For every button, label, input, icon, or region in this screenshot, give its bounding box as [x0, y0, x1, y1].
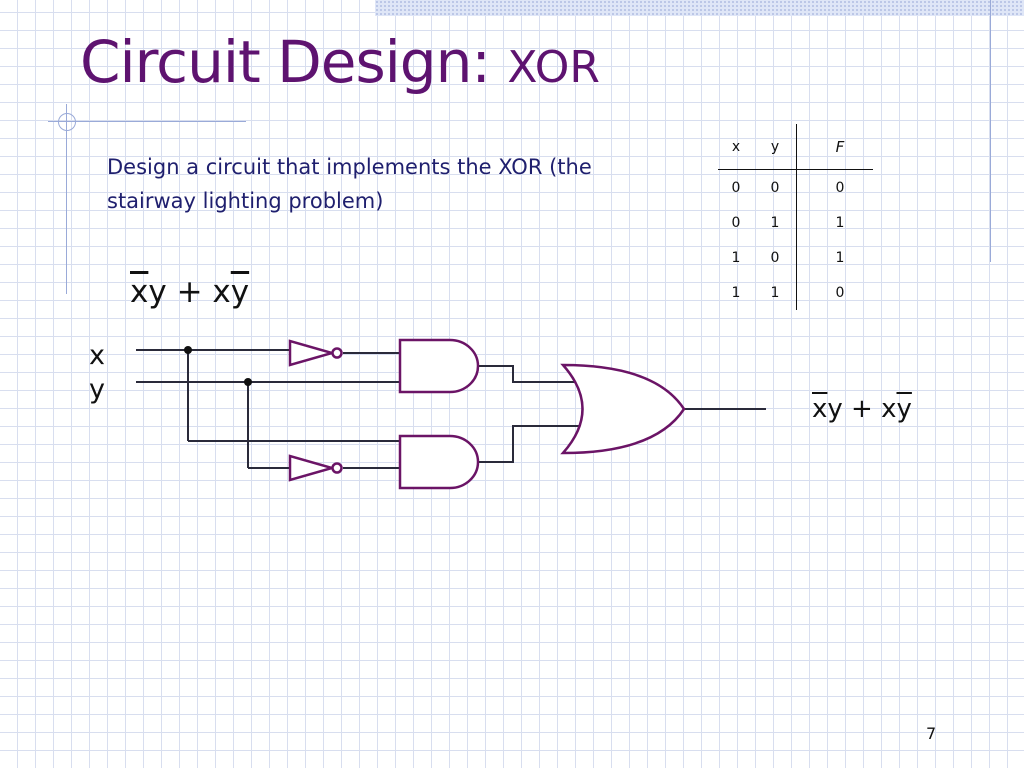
crosshair-horizontal-line — [48, 121, 246, 122]
output-term1-rest: y — [827, 394, 843, 424]
expression-term2-rest: x — [212, 274, 231, 310]
output-expression: xy + xy — [812, 394, 912, 424]
input-label-y: y — [89, 374, 105, 405]
wires — [136, 349, 766, 469]
slide-title: Circuit Design: XOR — [80, 22, 600, 108]
truth-cell: 1 — [835, 214, 845, 231]
or-gate — [560, 363, 686, 455]
expression-plus: + — [166, 274, 213, 310]
output-term2-rest: x — [881, 394, 897, 424]
wire-and1-to-or — [479, 365, 580, 383]
wire-and2-to-or — [479, 425, 580, 463]
truth-cell: 0 — [731, 214, 741, 231]
output-plus: + — [842, 394, 882, 424]
truth-header-x: x — [718, 124, 754, 170]
crosshair-circle — [58, 113, 76, 131]
table-row: 0 1 1 — [718, 205, 873, 240]
logic-gates — [288, 338, 686, 490]
output-term2-negated: y — [896, 394, 912, 424]
right-accent-line — [990, 0, 991, 262]
inverter-triangle — [288, 339, 337, 367]
expression-term1-negated: x — [130, 274, 149, 310]
and-gate-1 — [398, 338, 480, 394]
inverter-bubble — [331, 462, 343, 474]
truth-header-y: y — [754, 124, 797, 170]
truth-table: x y F 0 0 0 0 1 1 1 0 1 1 1 0 — [718, 124, 873, 310]
truth-cell: 1 — [754, 275, 797, 310]
crosshair-vertical-line — [66, 104, 67, 294]
inverter-triangle — [288, 454, 337, 482]
page-number: 7 — [926, 724, 937, 743]
table-row: 1 0 1 — [718, 240, 873, 275]
truth-cell: 0 — [835, 284, 845, 301]
junction-dot-x — [184, 346, 192, 354]
title-sub: XOR — [507, 42, 600, 93]
truth-cell: 0 — [835, 179, 845, 196]
table-row: 0 0 0 — [718, 169, 873, 205]
xor-expression: xy + xy — [130, 274, 249, 310]
truth-header-f: F — [796, 124, 873, 170]
header-decorative-band — [375, 0, 1024, 16]
truth-cell: 0 — [731, 179, 741, 196]
slide-description: Design a circuit that implements the XOR… — [107, 155, 592, 213]
truth-cell: 0 — [754, 169, 797, 205]
and-gate-2 — [398, 434, 480, 490]
truth-cell: 1 — [835, 249, 845, 266]
table-row: 1 1 0 — [718, 275, 873, 310]
truth-cell: 1 — [731, 249, 741, 266]
inverter-gate-2 — [288, 454, 343, 482]
truth-cell: 1 — [754, 205, 797, 240]
junction-dot-y — [244, 378, 252, 386]
input-label-x: x — [89, 340, 105, 371]
inverter-gate-1 — [288, 339, 343, 367]
junction-dots — [184, 346, 252, 386]
expression-term2-negated: y — [230, 274, 250, 310]
truth-cell: 0 — [754, 240, 797, 275]
inverter-bubble — [331, 347, 343, 359]
truth-cell: 1 — [731, 284, 741, 301]
output-term1-negated: x — [812, 394, 828, 424]
title-main: Circuit Design: — [80, 28, 508, 96]
truth-table-header: x y F — [718, 124, 873, 170]
expression-term1-rest: y — [148, 274, 167, 310]
